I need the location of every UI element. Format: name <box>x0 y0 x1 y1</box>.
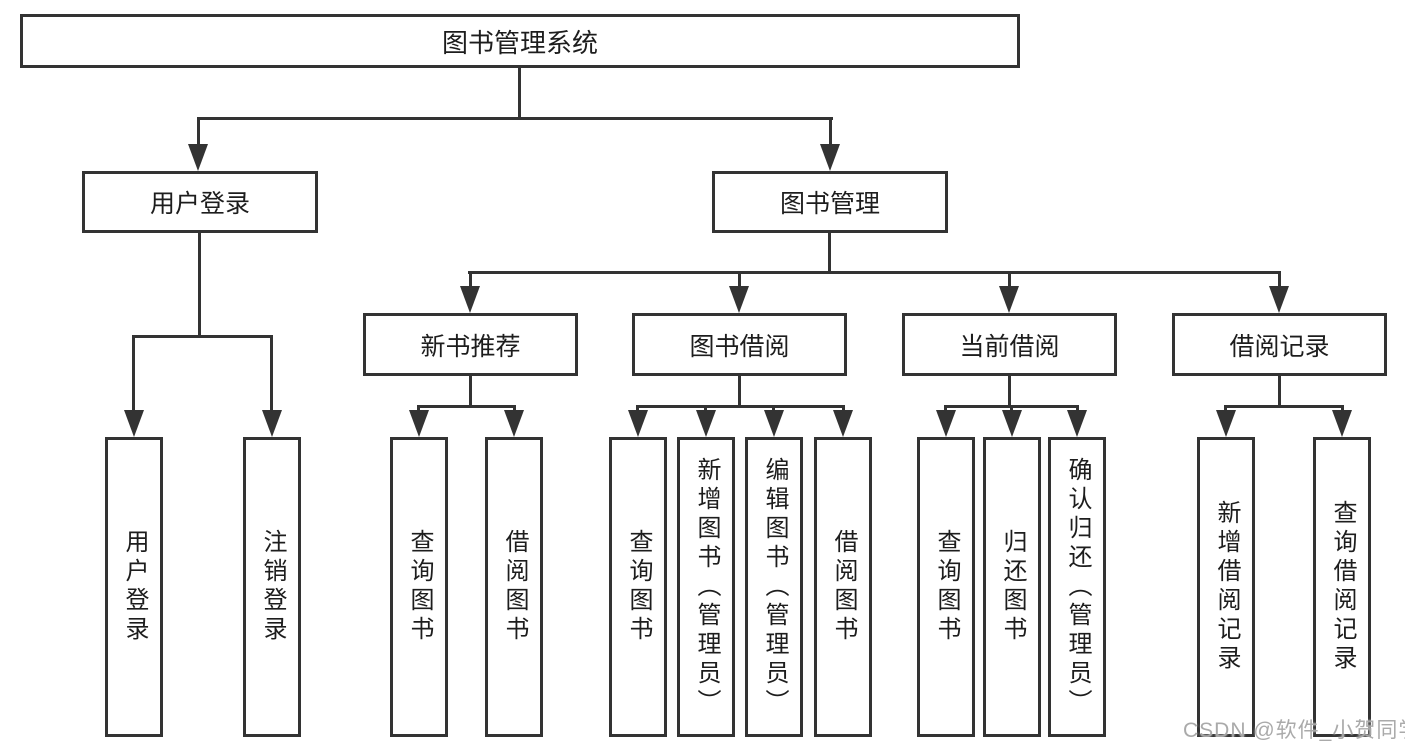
leaf-user-login-label: 用户登录 <box>121 529 148 645</box>
arrowhead-down <box>936 410 956 437</box>
arrowhead-down <box>999 286 1019 313</box>
connector-line <box>1224 405 1344 408</box>
connector-line <box>829 117 832 146</box>
leaf-current-query-books: 查询图书 <box>917 437 975 737</box>
leaf-record-add-borrow-record: 新增借阅记录 <box>1197 437 1255 737</box>
node-book-management-label: 图书管理 <box>779 190 880 218</box>
node-book-borrow: 图书借阅 <box>632 313 847 376</box>
connector-line <box>417 405 420 413</box>
connector-line <box>1341 405 1344 413</box>
connector-line <box>468 271 1281 274</box>
arrowhead-down <box>628 410 648 437</box>
leaf-borrow-borrow-books-label: 借阅图书 <box>830 529 857 645</box>
connector-line <box>469 376 472 408</box>
arrowhead-down <box>729 286 749 313</box>
connector-line <box>738 376 741 408</box>
csdn-watermark: CSDN @软件_小贺同学 <box>1183 719 1405 742</box>
connector-line <box>1008 271 1011 288</box>
leaf-record-add-borrow-record-label: 新增借阅记录 <box>1213 500 1240 674</box>
connector-line <box>1010 405 1013 413</box>
leaf-borrow-edit-books-admin-label: 编辑图书（管理员） <box>761 456 788 718</box>
leaf-record-query-borrow-record-label: 查询借阅记录 <box>1329 500 1356 674</box>
connector-line <box>1008 376 1011 408</box>
arrowhead-down <box>1002 410 1022 437</box>
leaf-borrow-borrow-books: 借阅图书 <box>814 437 872 737</box>
leaf-logout: 注销登录 <box>243 437 301 737</box>
leaf-borrow-query-books-label: 查询图书 <box>625 529 652 645</box>
connector-line <box>513 405 516 413</box>
leaf-current-query-books-label: 查询图书 <box>933 529 960 645</box>
leaf-logout-label: 注销登录 <box>259 529 286 645</box>
leaf-borrow-add-books-admin-label: 新增图书（管理员） <box>693 456 720 718</box>
node-book-borrow-label: 图书借阅 <box>689 332 790 361</box>
node-borrow-record-label: 借阅记录 <box>1229 332 1330 361</box>
leaf-borrow-query-books: 查询图书 <box>609 437 667 737</box>
connector-line <box>828 233 831 274</box>
leaf-newbook-query-books-label: 查询图书 <box>406 529 433 645</box>
connector-line <box>636 405 845 408</box>
connector-line <box>197 117 833 120</box>
node-user-login: 用户登录 <box>82 171 318 233</box>
connector-line <box>417 405 516 408</box>
node-book-management: 图书管理 <box>712 171 948 233</box>
arrowhead-down <box>820 144 840 171</box>
node-current-borrow: 当前借阅 <box>902 313 1117 376</box>
connector-line <box>132 335 273 338</box>
leaf-newbook-borrow-books: 借阅图书 <box>485 437 543 737</box>
leaf-newbook-query-books: 查询图书 <box>390 437 448 737</box>
arrowhead-down <box>188 144 208 171</box>
leaf-current-return-books: 归还图书 <box>983 437 1041 737</box>
arrowhead-down <box>1216 410 1236 437</box>
leaf-borrow-add-books-admin: 新增图书（管理员） <box>677 437 735 737</box>
arrowhead-down <box>409 410 429 437</box>
arrowhead-down <box>1269 286 1289 313</box>
connector-line <box>842 405 845 413</box>
arrowhead-down <box>833 410 853 437</box>
connector-line <box>518 68 521 119</box>
leaf-current-confirm-return-admin: 确认归还（管理员） <box>1048 437 1106 737</box>
node-user-login-label: 用户登录 <box>149 190 250 218</box>
connector-line <box>132 335 135 411</box>
leaf-record-query-borrow-record: 查询借阅记录 <box>1313 437 1371 737</box>
connector-line <box>469 271 472 288</box>
node-new-book-recommend: 新书推荐 <box>363 313 578 376</box>
arrowhead-down <box>262 410 282 437</box>
arrowhead-down <box>764 410 784 437</box>
leaf-borrow-edit-books-admin: 编辑图书（管理员） <box>745 437 803 737</box>
node-root: 图书管理系统 <box>20 14 1020 68</box>
arrowhead-down <box>1067 410 1087 437</box>
connector-line <box>704 405 707 413</box>
connector-line <box>738 271 741 288</box>
connector-line <box>636 405 639 413</box>
connector-line <box>197 117 200 146</box>
leaf-user-login: 用户登录 <box>105 437 163 737</box>
connector-line <box>772 405 775 413</box>
arrowhead-down <box>124 410 144 437</box>
connector-line <box>1278 376 1281 408</box>
node-new-book-recommend-label: 新书推荐 <box>420 332 521 361</box>
arrowhead-down <box>696 410 716 437</box>
arrowhead-down <box>460 286 480 313</box>
connector-line <box>944 405 947 413</box>
leaf-current-return-books-label: 归还图书 <box>999 529 1026 645</box>
node-current-borrow-label: 当前借阅 <box>959 332 1060 361</box>
connector-line <box>1076 405 1079 413</box>
connector-line <box>198 233 201 337</box>
leaf-current-confirm-return-admin-label: 确认归还（管理员） <box>1064 456 1091 718</box>
node-root-label: 图书管理系统 <box>441 27 598 58</box>
arrowhead-down <box>504 410 524 437</box>
connector-line <box>1224 405 1227 413</box>
connector-line <box>270 335 273 411</box>
node-borrow-record: 借阅记录 <box>1172 313 1387 376</box>
arrowhead-down <box>1332 410 1352 437</box>
connector-line <box>1278 271 1281 288</box>
leaf-newbook-borrow-books-label: 借阅图书 <box>501 529 528 645</box>
